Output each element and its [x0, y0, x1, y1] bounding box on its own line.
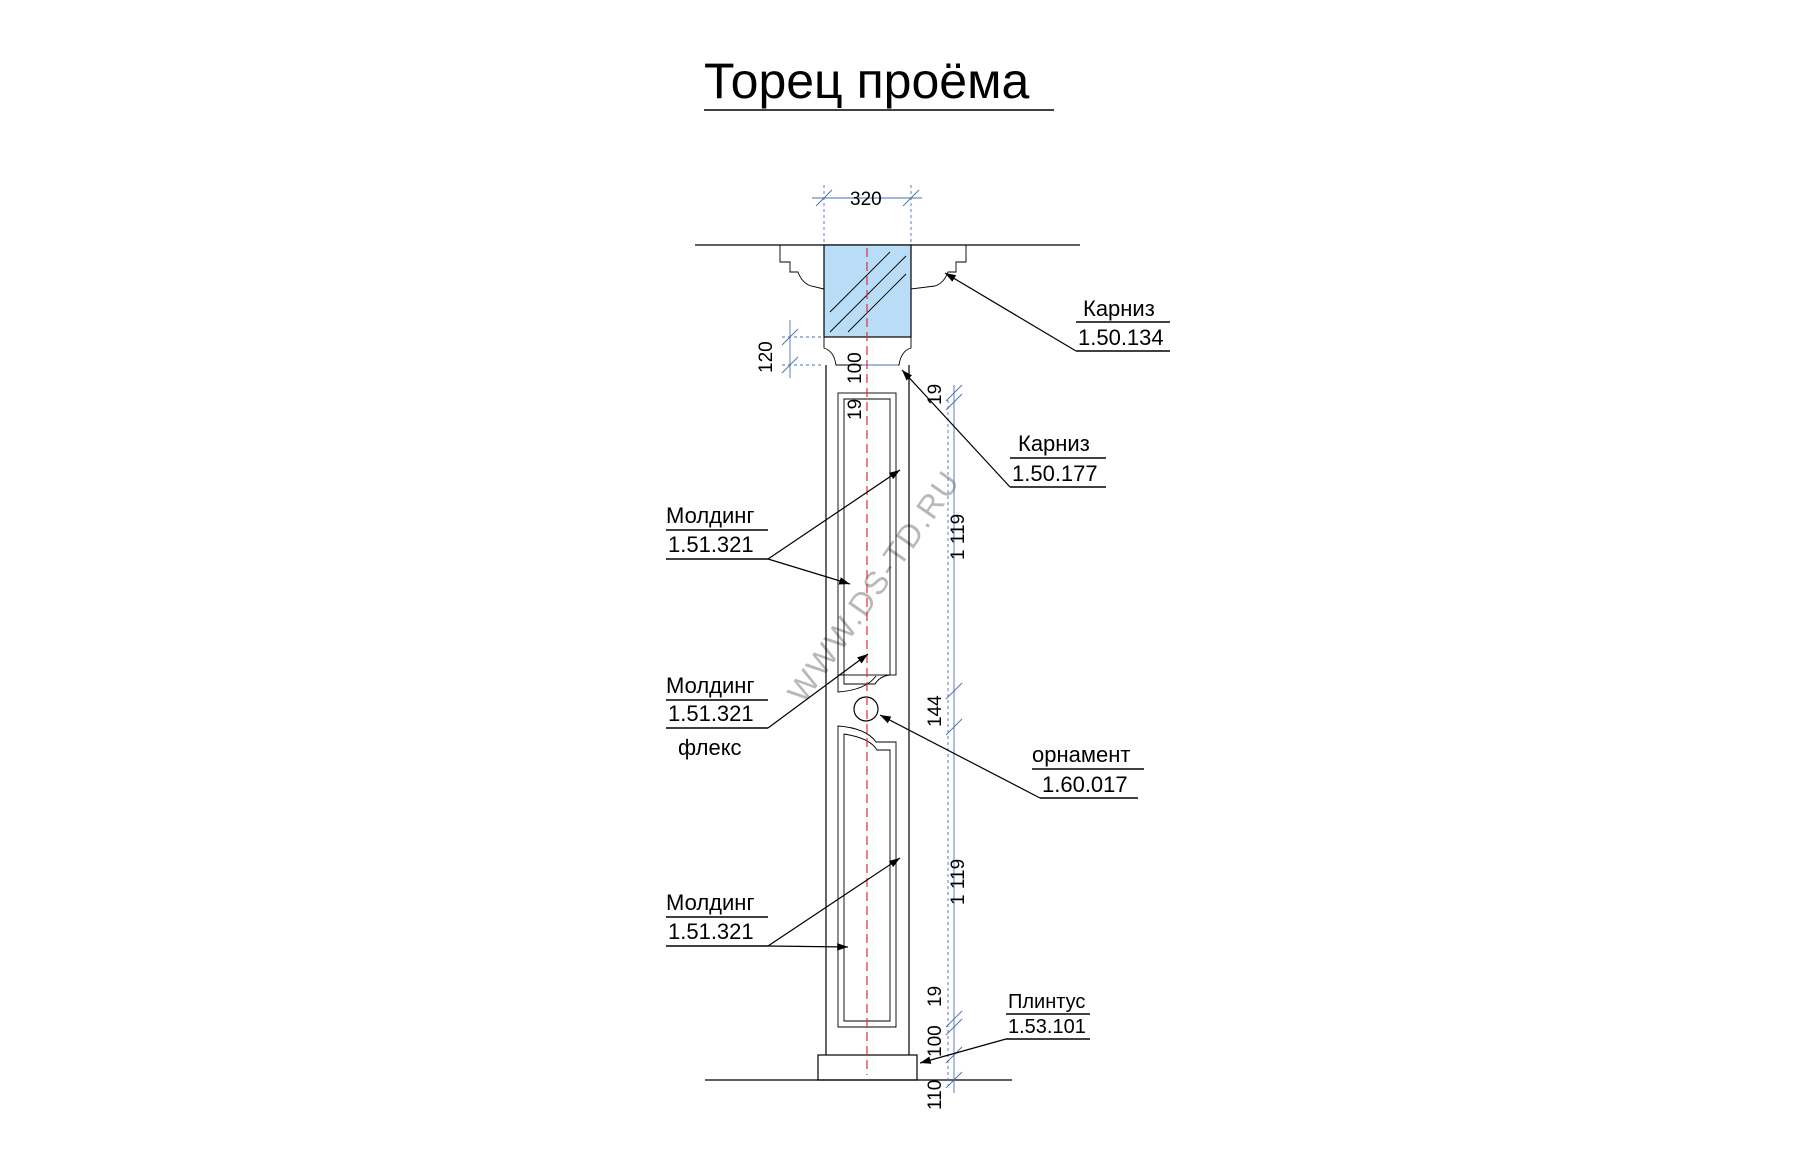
- callout-molding-flex-note: флекс: [678, 735, 742, 760]
- watermark: WWW.DS-TD.RU: [780, 463, 967, 709]
- leader-molding-bottom-b: [767, 943, 849, 951]
- callout-molding-top-code: 1.51.321: [668, 532, 754, 557]
- dim-chain-tick-1: [945, 384, 963, 402]
- leader-karniz-top: [944, 272, 1077, 352]
- callout-molding-flex-code: 1.51.321: [668, 701, 754, 726]
- dim-chain-tick-2: [945, 393, 963, 411]
- callout-molding-flex-name: Молдинг: [666, 673, 754, 698]
- callout-molding-top-name: Молдинг: [666, 503, 754, 528]
- leader-molding-bottom-a: [767, 857, 901, 947]
- callout-molding-bottom-code: 1.51.321: [668, 919, 754, 944]
- callout-karniz-top-name: Карниз: [1083, 296, 1155, 321]
- callout-karniz-top-code: 1.50.134: [1078, 325, 1164, 350]
- leader-ornament: [879, 714, 1041, 799]
- dim-chain-tick-8: [945, 1071, 963, 1089]
- dim-19-right-top-text: 19: [925, 384, 946, 405]
- beam-hatch-2: [847, 273, 907, 333]
- top-cornice-left-profile: [779, 245, 825, 290]
- dim-320-text: 320: [850, 189, 882, 210]
- opening-end-outline: [825, 365, 910, 1055]
- dim-320-tick-l: [815, 189, 833, 207]
- dim-1119-top-text: 1 119: [948, 514, 969, 560]
- dim-120-tick-t: [781, 328, 799, 346]
- beam-hatch-1: [829, 255, 907, 333]
- dim-chain-tick-5: [945, 1010, 963, 1028]
- ornament-rosette: [853, 696, 879, 722]
- callout-karniz-mid-name: Карниз: [1018, 431, 1090, 456]
- callout-ornament-code: 1.60.017: [1042, 772, 1128, 797]
- dim-100top-text: 100: [845, 352, 866, 384]
- dim-19-right-bottom-text: 19: [925, 986, 946, 1007]
- lower-panel-outer: [837, 725, 897, 1028]
- dim-19inner-text: 19: [845, 399, 866, 420]
- leader-molding-top-b: [767, 558, 851, 585]
- top-cornice-right-profile: [910, 245, 967, 290]
- dim-110-text: 110: [925, 1080, 946, 1110]
- beam-hatch-3: [829, 251, 891, 313]
- dim-320-tick-r: [902, 189, 920, 207]
- dim-chain-tick-4: [945, 718, 963, 736]
- leader-plintus: [919, 1038, 1007, 1064]
- lower-panel-inner: [843, 733, 891, 1022]
- callout-molding-bottom-name: Молдинг: [666, 890, 754, 915]
- upper-panel-inner: [843, 398, 891, 685]
- upper-panel-outer-bottom: [837, 675, 877, 693]
- dim-144-text: 144: [925, 695, 946, 727]
- dim-120-tick-b: [781, 356, 799, 374]
- dim-1119-bottom-text: 1 119: [948, 859, 969, 905]
- leader-molding-flex: [767, 653, 869, 729]
- dim-120-text: 120: [756, 341, 777, 373]
- callout-ornament-name: орнамент: [1032, 742, 1130, 767]
- dim-chain-tick-6: [945, 1018, 963, 1036]
- leader-molding-top-a: [767, 469, 901, 560]
- dim-100-bottom-text: 100: [925, 1025, 946, 1057]
- callout-plintus-code: 1.53.101: [1008, 1016, 1086, 1038]
- callout-karniz-mid-code: 1.50.177: [1012, 461, 1098, 486]
- leader-karniz-mid: [901, 369, 1011, 488]
- dim-chain-tick-7: [945, 1046, 963, 1064]
- dim-chain-tick-3: [945, 682, 963, 700]
- drawing-title: Торец проёма: [704, 53, 1029, 109]
- callout-plintus-name: Плинтус: [1008, 991, 1085, 1013]
